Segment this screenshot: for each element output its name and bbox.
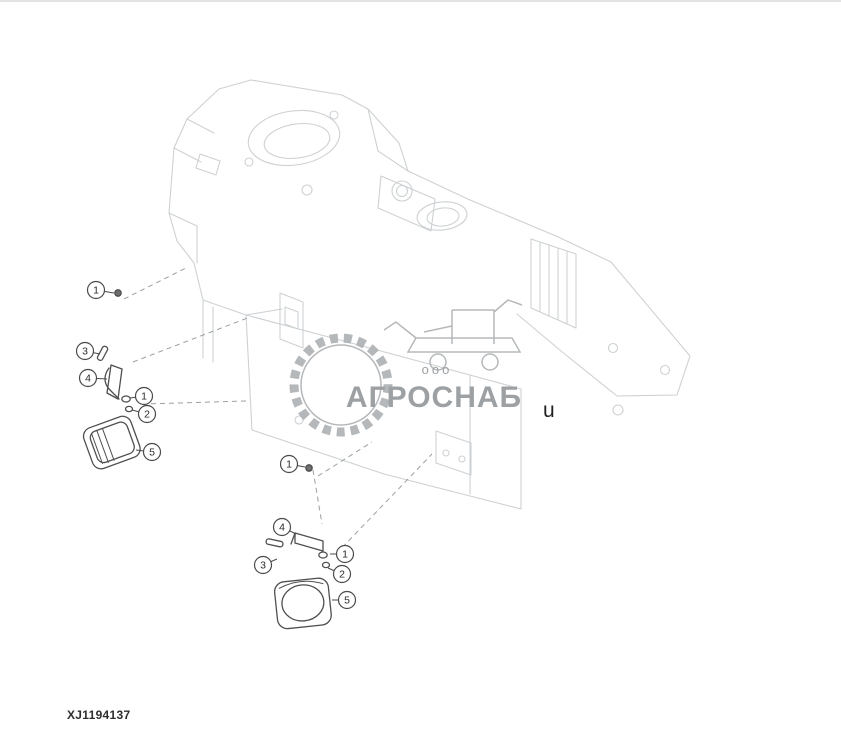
callout-number: 5	[344, 595, 350, 607]
bracket-icon	[294, 532, 324, 552]
nut-icon	[124, 405, 134, 413]
watermark-logo: ооо АГРОСНАБ	[289, 299, 523, 437]
screw-icon	[265, 538, 284, 548]
nut-icon	[321, 561, 331, 569]
callout-number: 2	[339, 569, 345, 581]
callout-number: 1	[342, 549, 348, 561]
work-lamp-icon	[82, 415, 141, 470]
assembly-dashed-lines	[123, 267, 433, 555]
watermark-ooo-text: ооо	[422, 362, 453, 377]
callout-balloon-upper-lamp-5[interactable]: 5	[142, 442, 162, 462]
tractor-icon	[383, 299, 523, 371]
callout-balloon-lower-lamp-1[interactable]: 1	[335, 544, 355, 564]
bolt-icon	[305, 464, 313, 472]
bolt-icon	[114, 289, 122, 297]
callout-number: 3	[260, 560, 266, 572]
callout-balloon-upper-lamp-4[interactable]: 4	[78, 368, 98, 388]
overlay-character: u	[543, 399, 555, 422]
washer-icon	[121, 395, 131, 403]
machine-frame-drawing	[168, 79, 691, 510]
callout-number: 1	[93, 285, 99, 297]
watermark-company-text: АГРОСНАБ	[346, 381, 522, 414]
gear-icon	[289, 333, 393, 437]
callout-number: 3	[82, 346, 88, 358]
screw-icon	[96, 345, 109, 362]
callout-layer: 1 3 4 1 2 5 1 4 1 3 2 5	[75, 280, 357, 610]
callout-number: 4	[279, 522, 285, 534]
callout-balloon-upper-lamp-1[interactable]: 1	[134, 386, 154, 406]
washer-icon	[318, 551, 328, 559]
callout-balloon-lower-lamp-1[interactable]: 1	[279, 454, 299, 474]
callout-balloon-lower-lamp-2[interactable]: 2	[332, 564, 352, 584]
callout-number: 5	[149, 447, 155, 459]
work-lamp-upper-illustration	[82, 289, 141, 470]
callout-balloon-lower-lamp-5[interactable]: 5	[337, 590, 357, 610]
work-lamp-icon	[273, 577, 332, 630]
callout-balloon-upper-lamp-2[interactable]: 2	[137, 404, 157, 424]
callout-balloon-lower-lamp-3[interactable]: 3	[253, 555, 273, 575]
callout-balloon-upper-lamp-1[interactable]: 1	[86, 280, 106, 300]
callout-number: 4	[85, 373, 91, 385]
callout-number: 1	[286, 459, 292, 471]
drawing-number: XJ1194137	[67, 708, 131, 722]
callout-number: 1	[141, 391, 147, 403]
callout-balloon-lower-lamp-4[interactable]: 4	[272, 517, 292, 537]
work-lamp-lower-illustration	[265, 464, 332, 630]
callout-balloon-upper-lamp-3[interactable]: 3	[75, 341, 95, 361]
callout-number: 2	[144, 409, 150, 421]
